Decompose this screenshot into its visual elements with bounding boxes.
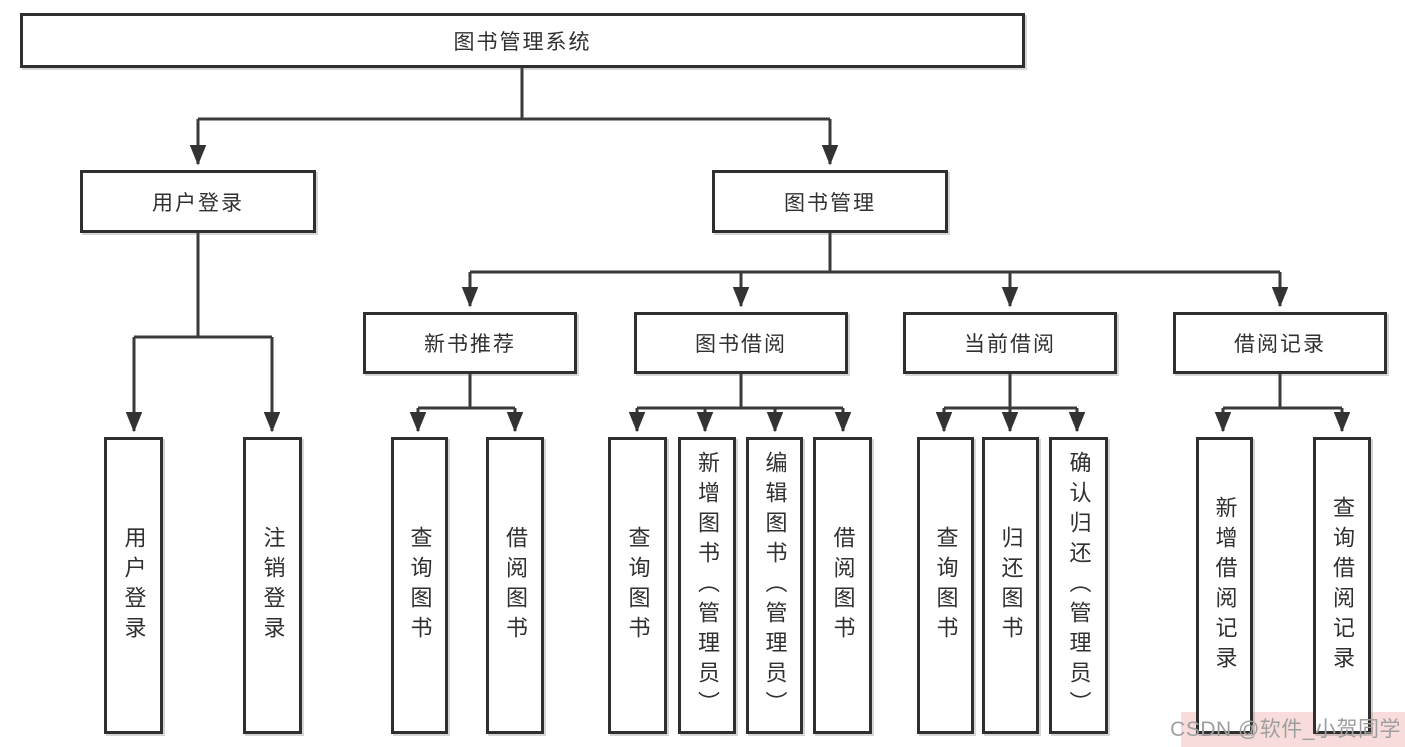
node-label: 图书管理系统: [453, 30, 592, 54]
leaf-add-book-admin: 新增图书（管理员）: [678, 437, 736, 734]
leaf-label: 新增图书（管理员）: [695, 450, 720, 721]
leaf-query-book-current: 查询图书: [917, 437, 974, 734]
leaf-confirm-return-admin: 确认归还（管理员）: [1049, 437, 1108, 734]
node-label: 新书推荐: [424, 333, 516, 356]
watermark-text: CSDN @软件_小贺同学: [1170, 718, 1401, 741]
node-label: 当前借阅: [964, 333, 1056, 356]
node-book-borrow: 图书借阅: [634, 312, 848, 374]
leaf-label: 新增借阅记录: [1212, 495, 1238, 676]
leaf-label: 借阅图书: [830, 525, 856, 646]
leaf-label: 借阅图书: [503, 525, 528, 646]
leaf-label: 查询图书: [933, 525, 959, 646]
node-label: 用户登录: [152, 191, 244, 215]
node-label: 图书借阅: [695, 333, 787, 356]
leaf-label: 注销登录: [260, 525, 286, 646]
node-user-login: 用户登录: [80, 170, 316, 233]
leaf-query-book-borrow: 查询图书: [608, 437, 667, 734]
leaf-label: 归还图书: [998, 525, 1024, 646]
leaf-label: 查询图书: [625, 525, 651, 646]
leaf-label: 查询图书: [407, 525, 433, 646]
node-current-borrow: 当前借阅: [903, 312, 1117, 374]
node-library-system: 图书管理系统: [20, 13, 1025, 68]
leaf-borrow-book: 借阅图书: [813, 437, 872, 734]
node-book-management: 图书管理: [712, 170, 948, 233]
leaf-edit-book-admin: 编辑图书（管理员）: [746, 437, 803, 734]
leaf-user-login: 用户登录: [104, 437, 163, 734]
node-borrow-record: 借阅记录: [1173, 312, 1387, 374]
leaf-return-book: 归还图书: [982, 437, 1039, 734]
leaf-label: 确认归还（管理员）: [1066, 450, 1092, 721]
leaf-label: 查询借阅记录: [1330, 495, 1355, 676]
leaf-label: 编辑图书（管理员）: [762, 450, 788, 721]
leaf-logout: 注销登录: [243, 437, 302, 734]
leaf-query-book-recommend: 查询图书: [391, 437, 448, 734]
leaf-add-borrow-record: 新增借阅记录: [1196, 437, 1253, 734]
node-label: 借阅记录: [1234, 333, 1326, 356]
leaf-query-borrow-record: 查询借阅记录: [1313, 437, 1371, 734]
node-new-book-recommend: 新书推荐: [363, 312, 577, 374]
leaf-borrow-book-recommend: 借阅图书: [486, 437, 544, 734]
node-label: 图书管理: [784, 191, 876, 215]
leaf-label: 用户登录: [121, 525, 147, 646]
